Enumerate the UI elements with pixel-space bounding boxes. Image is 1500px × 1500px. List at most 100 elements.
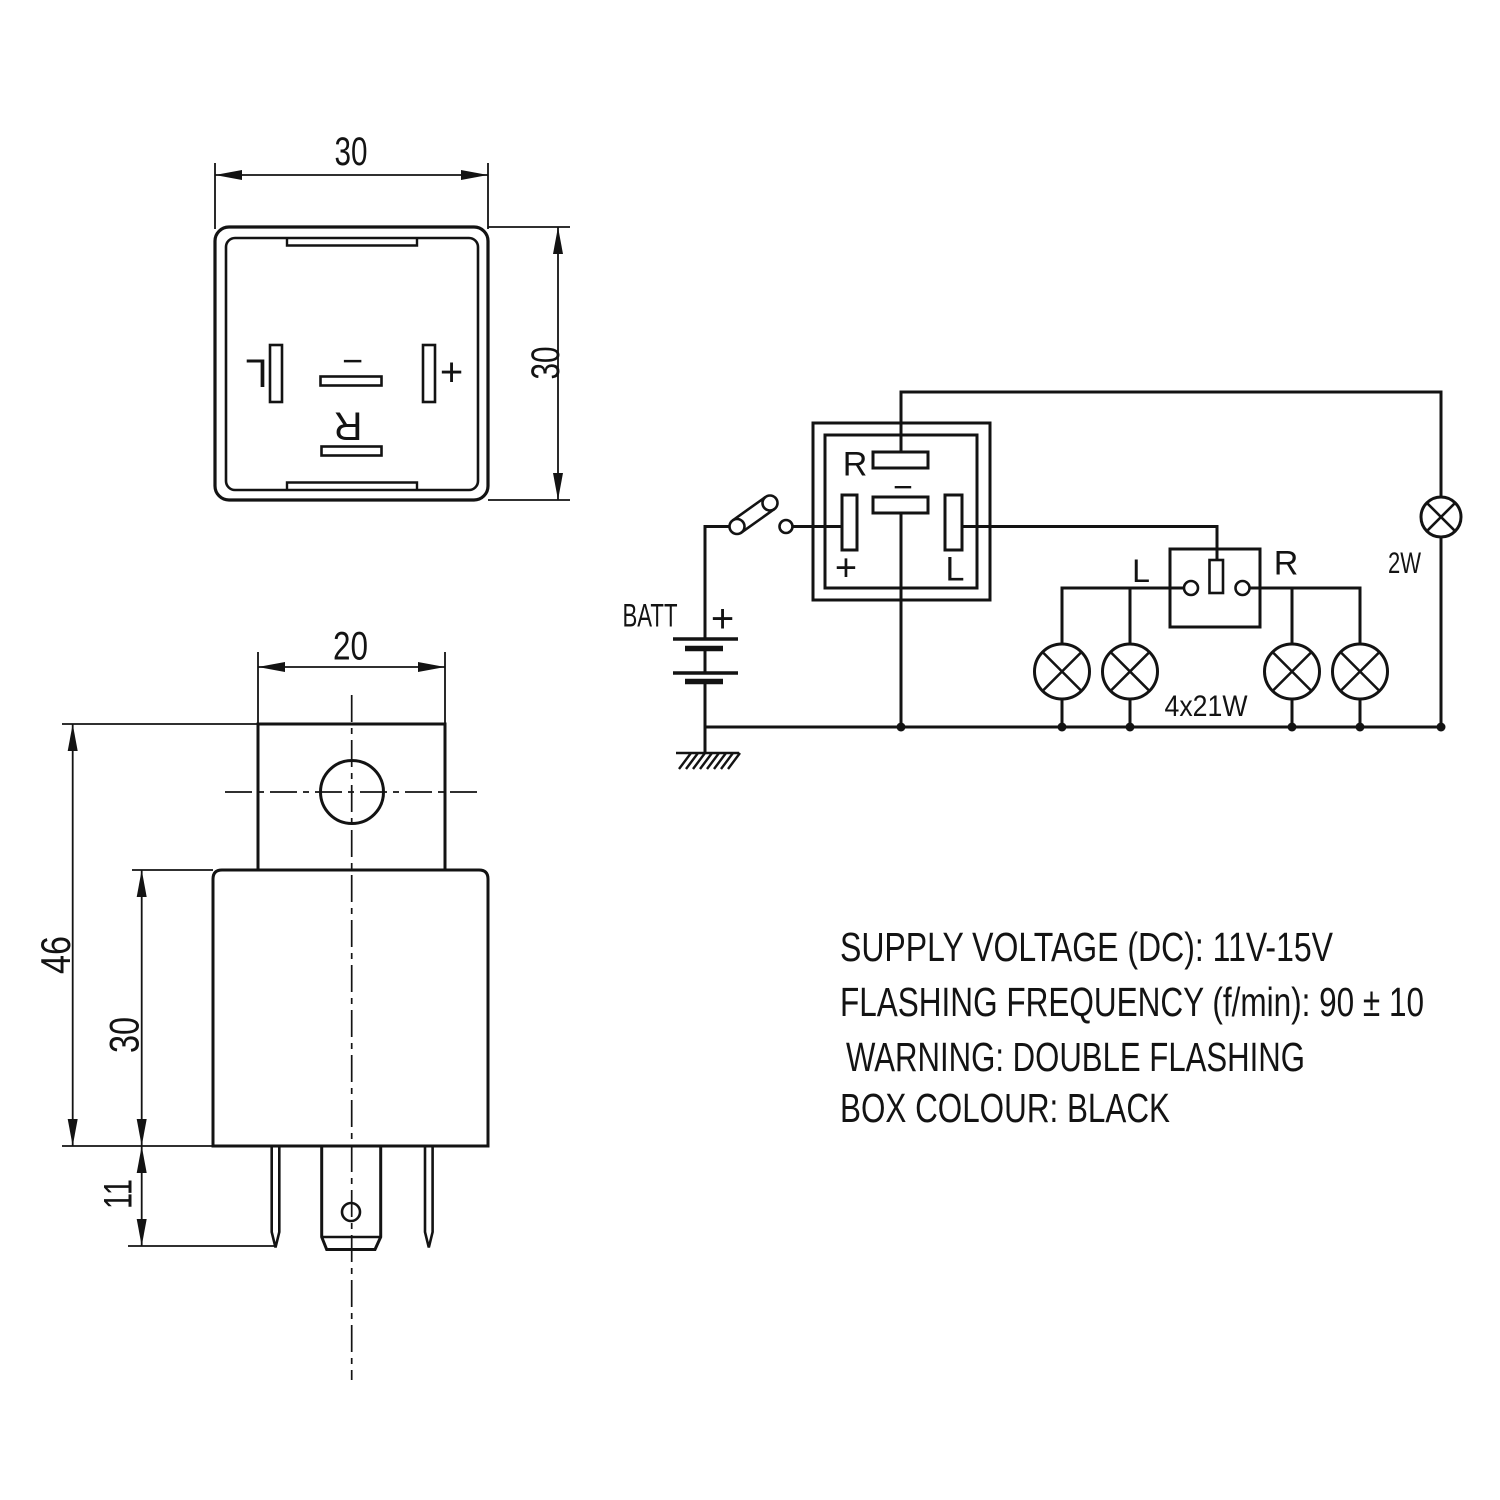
wire-lamp-returns [1060,699,1362,727]
indicator-lamps: 4x21W [1033,642,1389,723]
dim-body-height-label: 30 [101,1017,148,1053]
switch-contact-left [1182,579,1200,597]
relay-inner-outline [224,236,480,492]
lamp-3-cross [1271,651,1313,692]
pin-label-plus: + [440,351,463,395]
height-dimension-lines [488,226,570,501]
switch-contact [778,518,794,535]
lamp-2 [1101,642,1159,701]
wire-r-output-and-ground-bus [705,390,1443,729]
turn-signal-switch: L R [1132,545,1299,629]
lamp-2-cross [1109,651,1151,692]
relay-label-r: R [843,446,868,484]
battery: BATT + [623,597,741,770]
spec-box-colour: BOX COLOUR: BLACK [840,1085,1170,1131]
arrow-down [553,473,563,500]
pilot-lamp-symbol [1419,495,1463,539]
switch-lever [731,495,776,534]
junction-dot [896,722,906,732]
dim-width-label: 30 [335,130,368,174]
arrow-up [136,1146,147,1173]
arrow-right [418,662,445,672]
pin-label-minus: − [342,340,363,381]
dim-pin-length-label: 11 [97,1179,141,1209]
pin-label-r: R [334,404,363,448]
relay-slot-minus [871,495,930,515]
arrow-down [136,1119,147,1146]
lamps-power-label: 4x21W [1165,690,1249,723]
arrow-down [136,1219,147,1246]
junction-dot [1436,722,1446,732]
junction-dot [1125,722,1135,732]
relay-schematic: R − + L [811,421,992,602]
dim-overall-height-label: 46 [32,936,79,974]
pilot-lamp-cross [1425,501,1457,533]
arrow-down [67,1119,78,1146]
pin-length-dim-lines [128,1146,276,1247]
switch-label-l: L [1132,553,1150,589]
battery-label: BATT [623,598,678,634]
ground-hatching [678,752,741,770]
switch-pivot [728,517,746,536]
relay-label-minus: − [893,469,913,507]
junction-dot [1287,722,1297,732]
pin-right [423,1146,434,1248]
pin-label-l: L [245,351,267,395]
width-dimension-lines [214,163,489,229]
relay-side-view: 20 46 30 11 [32,625,490,1380]
spec-warning: WARNING: DOUBLE FLASHING [846,1034,1305,1080]
relay-slot-r [871,450,930,470]
relay-slot-plus [840,493,859,552]
pin-slot-r [320,445,383,457]
spec-flashing-frequency: FLASHING FREQUENCY (f/min): 90 ± 10 [840,979,1424,1025]
switch-label-r: R [1274,545,1299,583]
relay-label-plus: + [835,548,857,590]
overall-height-dim-lines [62,723,258,1146]
spec-text-block: SUPPLY VOLTAGE (DC): 11V-15V FLASHING FR… [840,924,1424,1131]
arrow-right [461,170,488,180]
spec-supply-voltage: SUPPLY VOLTAGE (DC): 11V-15V [840,924,1334,970]
relay-outline [213,225,490,502]
relay-body [211,868,490,1148]
lamp-3 [1263,642,1321,701]
pin-slot-right [421,343,437,404]
switch-lever-end [761,494,779,512]
pin-slot-minus [319,375,383,387]
relay-slot-l [943,493,964,552]
relay-bottom-view: 30 30 L − + R [213,130,570,502]
lamp-4-cross [1339,651,1381,692]
top-notch [285,239,419,247]
arrow-left [258,662,285,672]
arrow-up [67,724,78,751]
mounting-tab [256,722,447,870]
junction-dot [1057,722,1067,732]
battery-plus-label: + [711,597,734,641]
tab-width-dim-lines [257,652,446,724]
lamp-1 [1033,642,1091,701]
pilot-lamp-power-label: 2W [1388,547,1422,580]
arrow-up [136,870,147,897]
switch-box [1168,547,1262,629]
bottom-notch [285,481,419,489]
wire-lamp-branches [1060,586,1362,645]
lamp-4 [1331,642,1389,701]
relay-label-l: L [946,551,965,589]
wiring-diagram: R − + L BATT + L R [623,390,1463,770]
dim-tab-width-label: 20 [333,625,368,669]
switch-contact-right [1234,579,1251,597]
pin-left [270,1146,281,1248]
pin-slot-left [268,343,284,404]
relay-outer-box [811,421,992,602]
junction-dots [896,722,1446,732]
body-height-dim-lines [62,869,213,1147]
arrow-left [215,170,242,180]
dim-height-label: 30 [524,347,568,380]
ignition-switch [728,494,794,536]
arrow-up [553,227,563,254]
relay-inner-box [823,433,979,590]
lamp-1-cross [1041,651,1083,692]
junction-dot [1355,722,1365,732]
pilot-lamp: 2W [1388,495,1463,580]
switch-selector [1208,558,1225,595]
